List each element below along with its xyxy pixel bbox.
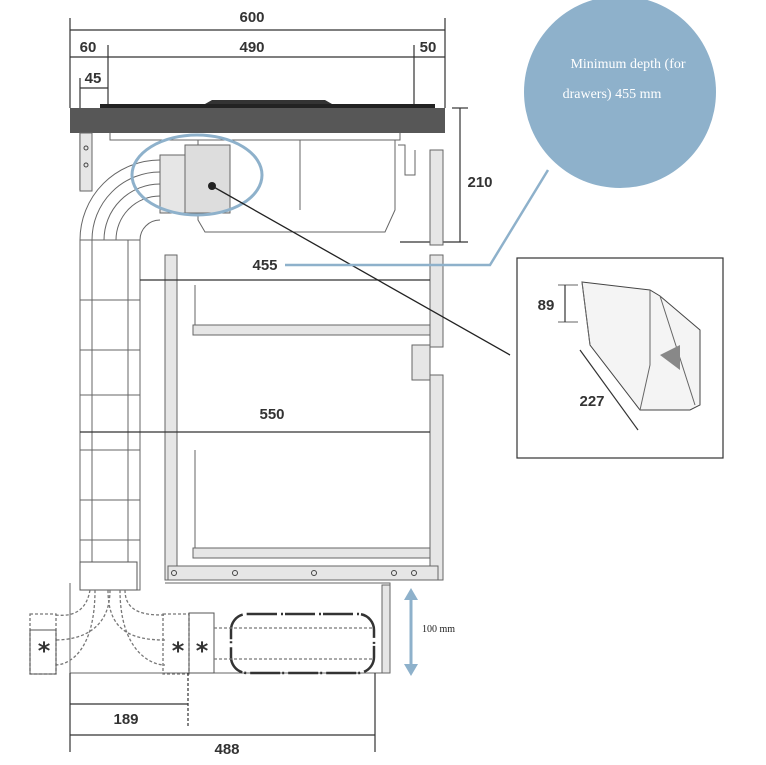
- side-panel: [79, 132, 93, 192]
- leader-line: [211, 185, 511, 356]
- dim-60: 60: [80, 39, 97, 56]
- dim-210: 210: [467, 174, 492, 191]
- vertical-duct: [79, 159, 161, 591]
- bottom-dimensions: 189 488: [69, 673, 376, 758]
- cabinet: [164, 149, 444, 581]
- dim-488: 488: [214, 741, 239, 758]
- marker-asterisk-3: *: [196, 637, 209, 665]
- plinth-ducts: * * *: [29, 561, 391, 675]
- marker-asterisk-1: *: [38, 637, 51, 665]
- dim-100mm: 100 mm: [422, 624, 455, 635]
- callout-line-2: drawers) 455 mm: [563, 87, 662, 102]
- highlight-ellipse: [130, 133, 264, 217]
- countertop: [70, 100, 445, 133]
- min-depth-callout: Minimum depth (for drawers) 455 mm: [285, 0, 716, 267]
- inset-dim-89: 89: [538, 297, 555, 314]
- plinth-height-arrow: 100 mm: [404, 588, 455, 676]
- callout-line-1: Minimum depth (for: [570, 57, 685, 72]
- dim-45: 45: [85, 70, 102, 87]
- dim-189: 189: [113, 711, 138, 728]
- hob-body: [109, 133, 416, 233]
- inset-detail: 89 227: [516, 257, 724, 459]
- dim-50: 50: [420, 39, 437, 56]
- dim-455: 455: [252, 257, 277, 274]
- marker-asterisk-2: *: [172, 637, 185, 665]
- inset-dim-227: 227: [579, 393, 604, 410]
- dim-600: 600: [239, 9, 264, 26]
- top-dimensions: 600 60 490 50 45: [69, 9, 446, 190]
- depth-dimensions: 455 550: [80, 257, 430, 433]
- dim-550: 550: [259, 406, 284, 423]
- dim-490: 490: [239, 39, 264, 56]
